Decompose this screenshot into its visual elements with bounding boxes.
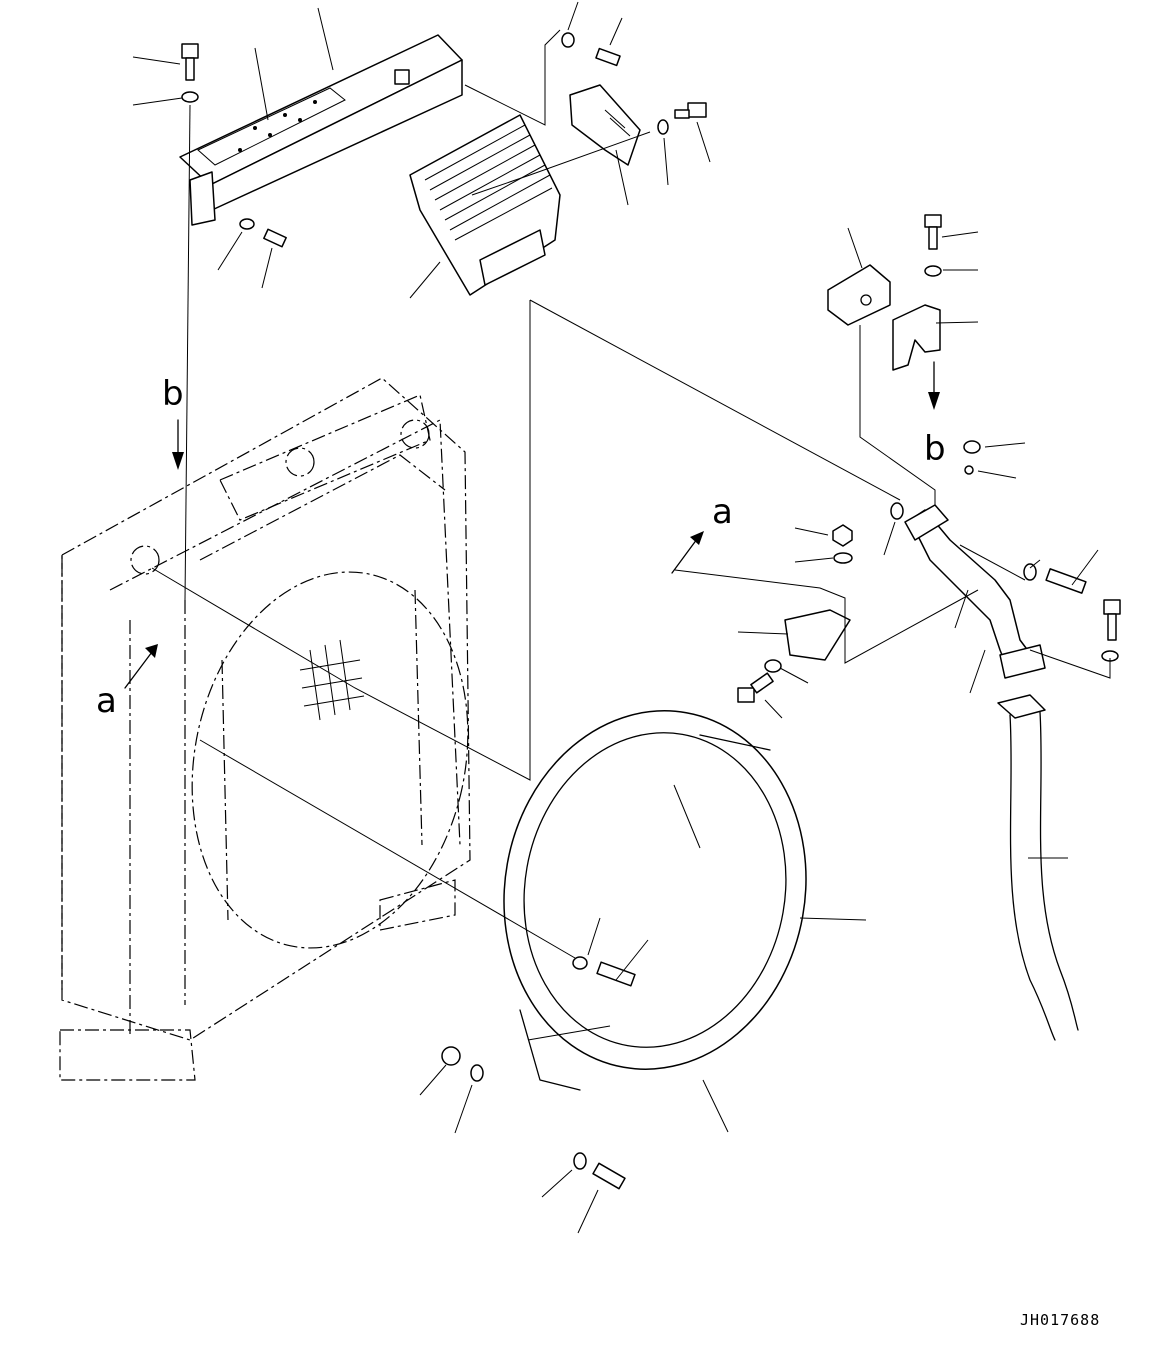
- drawing-code: JH017688: [1020, 1311, 1100, 1329]
- fasteners: [181, 32, 1121, 1190]
- fan-shroud: [503, 710, 807, 1091]
- cover-bracket: [569, 84, 641, 166]
- view-label-b-left: b: [162, 374, 184, 414]
- view-label-a-right: a: [712, 492, 733, 532]
- rubber-block: [827, 264, 891, 326]
- pipe-clamp: [892, 304, 941, 371]
- view-label-b-right: b: [924, 429, 946, 469]
- leader-lines: [132, 1, 1111, 1234]
- hose: [997, 694, 1079, 1041]
- view-arrows: [124, 361, 940, 689]
- cooler-core: [409, 114, 561, 296]
- stay-bracket: [784, 609, 851, 661]
- fan-opening: [191, 571, 469, 949]
- top-bracket-plate: [179, 34, 463, 226]
- view-label-a-left: a: [96, 681, 117, 721]
- radiator-assembly: [59, 377, 471, 1081]
